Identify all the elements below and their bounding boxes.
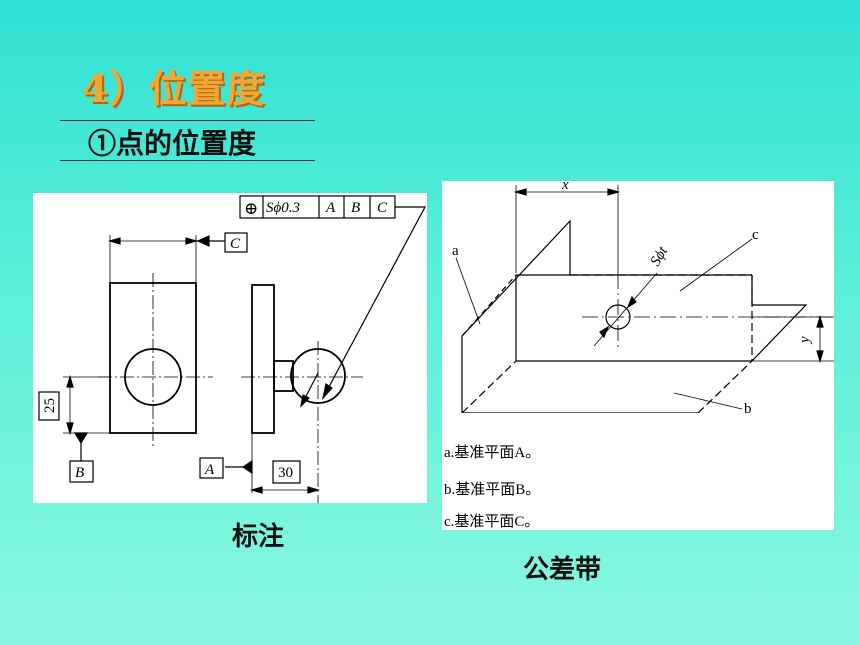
tolerance-sphere: [605, 304, 631, 330]
annotation-drawing-panel: ⊕ Sϕ0.3 A B C C B A 25 30: [33, 193, 427, 503]
datum-a-label: A: [204, 462, 215, 478]
datum-c-label: C: [230, 236, 241, 252]
dimension-25-label: 25: [42, 398, 58, 413]
right-caption: 公差带: [523, 555, 602, 585]
frame-datum-a: A: [325, 200, 336, 216]
leader-label-a: a: [452, 243, 459, 259]
tolerance-zone-panel: x y Sϕt a c b: [442, 177, 834, 530]
datum-b-box: [69, 460, 94, 483]
dimension-30-label: 30: [278, 465, 293, 481]
datum-c-box: [224, 232, 248, 253]
note-datum-a: a.基准平面A。: [444, 445, 541, 461]
y-label: y: [797, 336, 813, 345]
note-datum-b: b.基准平面B。: [444, 482, 541, 498]
section-subtitle: ①点的位置度: [88, 127, 257, 160]
leader-label-b: b: [744, 401, 752, 413]
leader-label-c: c: [752, 227, 759, 243]
title-rule-bottom: [60, 160, 315, 161]
frame-leader-line: [322, 206, 427, 399]
frame-tolerance: Sϕ0.3: [266, 200, 300, 216]
note-datum-c: c.基准平面C。: [444, 514, 540, 530]
x-label: x: [561, 181, 569, 193]
side-view-plate: [251, 284, 275, 434]
page-title: 4）位置度: [82, 66, 266, 111]
frame-datum-b: B: [351, 200, 360, 216]
annotation-drawing: ⊕ Sϕ0.3 A B C C B A 25 30: [38, 195, 427, 503]
frame-datum-c: C: [377, 200, 388, 216]
tolerance-zone-drawing: x y Sϕt a c b: [452, 177, 834, 417]
left-caption: 标注: [232, 522, 285, 552]
position-symbol: ⊕: [244, 199, 258, 218]
datum-b-label: B: [75, 465, 84, 481]
datum-a-box: [199, 457, 224, 479]
dimension-30-box: [272, 460, 301, 484]
side-view-stem: [273, 360, 294, 392]
dimension-25-box: [38, 391, 60, 421]
s-phi-t-label: Sϕt: [648, 243, 672, 269]
title-rule-top: [60, 120, 315, 121]
